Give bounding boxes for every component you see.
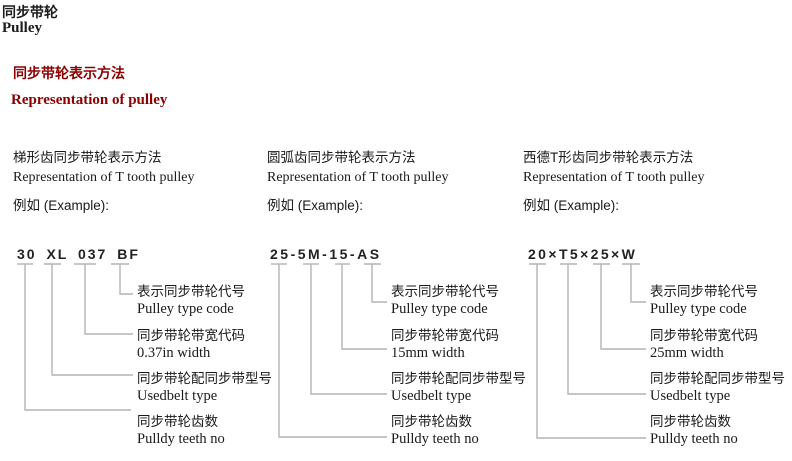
label-en: Usedbelt type [137, 388, 218, 404]
label-en: Usedbelt type [650, 388, 731, 404]
section-heading-zh: 同步带轮表示方法 [13, 65, 125, 81]
label-zh: 同步带轮带宽代码 [650, 328, 758, 343]
connector-line [51, 264, 133, 376]
connector-line [310, 264, 387, 395]
example-label: 例如 (Example): [267, 198, 364, 213]
label-block-belt-width-code: 同步带轮带宽代码 25mm width [650, 327, 758, 361]
column-header-zh: 西德T形齿同步带轮表示方法 [523, 150, 694, 165]
label-block-used-belt-type: 同步带轮配同步带型号 Usedbelt type [391, 370, 526, 404]
label-block-teeth-number: 同步带轮齿数 Pulldy teeth no [137, 413, 225, 447]
label-en: Usedbelt type [391, 388, 472, 404]
label-zh: 表示同步带轮代号 [391, 284, 499, 299]
label-zh: 同步带轮齿数 [137, 414, 218, 429]
label-en: 0.37in width [137, 345, 211, 361]
connector-line [84, 264, 133, 335]
label-zh: 同步带轮配同步带型号 [137, 371, 272, 386]
label-block-teeth-number: 同步带轮齿数 Pulldy teeth no [391, 413, 479, 447]
connector-line [278, 264, 387, 438]
pulley-code: 30 XL 037 BF [17, 246, 140, 262]
connector-line [24, 264, 131, 411]
example-label: 例如 (Example): [13, 198, 110, 213]
label-en: 15mm width [391, 345, 465, 361]
label-zh: 同步带轮配同步带型号 [650, 371, 785, 386]
label-zh: 表示同步带轮代号 [650, 284, 758, 299]
label-zh: 同步带轮齿数 [650, 414, 731, 429]
column-header-en: Representation of T tooth pulley [267, 170, 449, 185]
pulley-code: 20×T5×25×W [528, 246, 638, 262]
example-label: 例如 (Example): [523, 198, 620, 213]
label-zh: 同步带轮带宽代码 [137, 328, 245, 343]
connector-line [567, 264, 646, 395]
connector-line [536, 264, 646, 439]
column-header-en: Representation of T tooth pulley [13, 170, 195, 185]
connector-line [600, 264, 646, 350]
column-header-zh: 圆弧齿同步带轮表示方法 [267, 150, 416, 165]
label-en: Pulley type code [391, 301, 488, 317]
pulley-code: 25-5M-15-AS [270, 246, 382, 262]
label-block-used-belt-type: 同步带轮配同步带型号 Usedbelt type [137, 370, 272, 404]
label-block-pulley-type-code: 表示同步带轮代号 Pulley type code [650, 283, 758, 317]
column-header-en: Representation of T tooth pulley [523, 170, 705, 185]
label-en: 25mm width [650, 345, 724, 361]
section-heading-en: Representation of pulley [11, 92, 168, 108]
page-title-zh: 同步带轮 [2, 4, 58, 20]
label-en: Pulley type code [650, 301, 747, 317]
label-block-belt-width-code: 同步带轮带宽代码 0.37in width [137, 327, 245, 361]
connector-line [371, 264, 387, 303]
label-en: Pulldy teeth no [650, 431, 738, 447]
label-block-teeth-number: 同步带轮齿数 Pulldy teeth no [650, 413, 738, 447]
label-zh: 表示同步带轮代号 [137, 284, 245, 299]
label-block-pulley-type-code: 表示同步带轮代号 Pulley type code [137, 283, 245, 317]
label-zh: 同步带轮配同步带型号 [391, 371, 526, 386]
label-zh: 同步带轮齿数 [391, 414, 472, 429]
label-block-belt-width-code: 同步带轮带宽代码 15mm width [391, 327, 499, 361]
label-zh: 同步带轮带宽代码 [391, 328, 499, 343]
label-en: Pulldy teeth no [137, 431, 225, 447]
column-header-zh: 梯形齿同步带轮表示方法 [13, 150, 162, 165]
label-block-pulley-type-code: 表示同步带轮代号 Pulley type code [391, 283, 499, 317]
label-en: Pulley type code [137, 301, 234, 317]
label-block-used-belt-type: 同步带轮配同步带型号 Usedbelt type [650, 370, 785, 404]
connector-line [119, 264, 133, 295]
label-en: Pulldy teeth no [391, 431, 479, 447]
connector-line [630, 264, 646, 303]
page-title-en: Pulley [2, 20, 42, 36]
connector-line [341, 264, 387, 350]
